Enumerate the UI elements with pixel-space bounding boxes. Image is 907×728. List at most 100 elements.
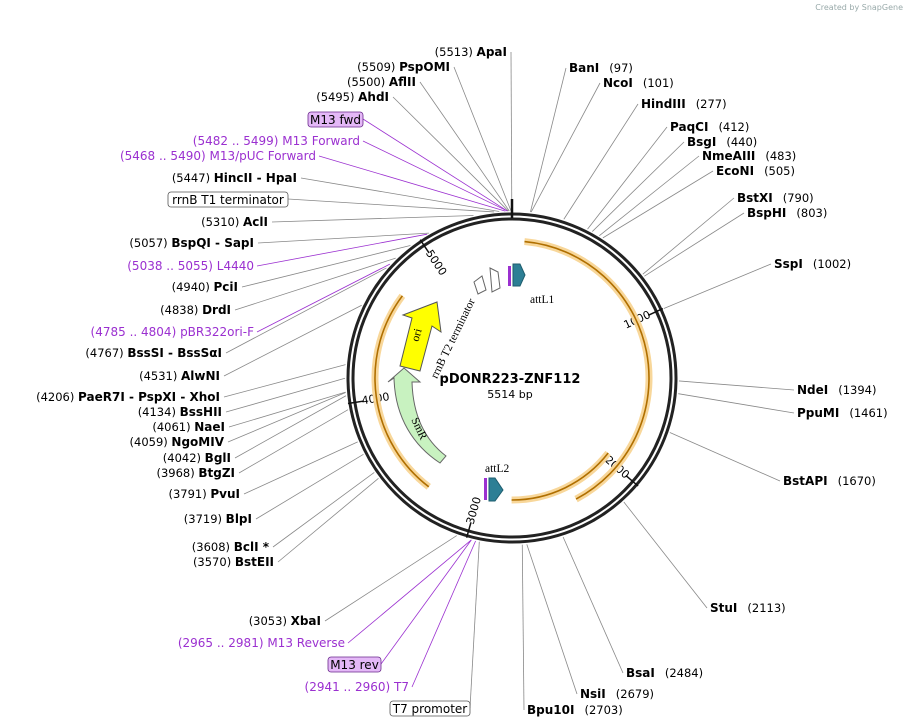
enzyme-leader: [225, 377, 346, 413]
enzyme-site-left[interactable]: (4206) PaeR7I - PspXI - XhoI: [36, 390, 220, 404]
enzyme-leader: [300, 177, 500, 212]
tick-label: 5000: [423, 247, 449, 278]
primer-leader: [347, 539, 472, 644]
enzyme-leader: [587, 126, 668, 230]
primer-label[interactable]: (5482 .. 5499) M13 Forward: [193, 134, 360, 148]
enzyme-site-right[interactable]: PpuMI(1461): [797, 406, 888, 420]
primer-label[interactable]: (5468 .. 5490) M13/pUC Forward: [120, 149, 316, 163]
tick-label: 3000: [464, 495, 484, 525]
site-labels: BanI(97)NcoI(101)HindIII(277)PaqCI(412)B…: [36, 45, 887, 717]
enzyme-site-left[interactable]: (5500) AflII: [347, 75, 416, 89]
enzyme-site-right[interactable]: NmeAIII(483): [702, 149, 796, 163]
enzyme-site-right[interactable]: BstXI(790): [737, 191, 814, 205]
enzyme-site-left[interactable]: (4940) PciI: [172, 280, 238, 294]
ori-label: ori: [410, 327, 425, 343]
enzyme-site-left[interactable]: (3570) BstEII: [193, 555, 274, 569]
enzyme-site-left[interactable]: (3719) BlpI: [184, 512, 252, 526]
feature-box[interactable]: [307, 111, 364, 128]
enzyme-site-left[interactable]: (3608) BclI *: [192, 540, 270, 554]
enzyme-site-left[interactable]: (4767) BssSI - BssSαI: [85, 346, 222, 360]
orf-arrow[interactable]: [374, 295, 430, 488]
enzyme-site-right[interactable]: BsgI(440): [687, 135, 757, 149]
enzyme-leader: [223, 364, 346, 398]
feature-box[interactable]: [389, 700, 471, 717]
enzyme-leader: [678, 380, 795, 391]
enzyme-leader: [602, 170, 714, 239]
enzyme-site-right[interactable]: PaqCI(412): [670, 120, 749, 134]
ori-feature[interactable]: ori: [399, 301, 442, 372]
enzyme-site-right[interactable]: BsaI(2484): [626, 666, 703, 680]
tick-mark: [625, 475, 639, 487]
orf-arrow[interactable]: [511, 452, 609, 501]
enzyme-site-left[interactable]: (4042) BglI: [163, 451, 231, 465]
enzyme-leader: [599, 155, 700, 236]
enzyme-site-left[interactable]: (3968) BtgZI: [156, 466, 235, 480]
enzyme-leader: [257, 232, 429, 244]
primer-label[interactable]: (5038 .. 5055) L4440: [127, 259, 254, 273]
enzyme-site-left[interactable]: (3791) PvuI: [168, 487, 240, 501]
enzyme-site-right[interactable]: NdeI(1394): [797, 383, 877, 397]
enzyme-site-right[interactable]: Bpu10I(2703): [527, 703, 623, 717]
enzyme-site-left[interactable]: (4838) DrdI: [160, 303, 231, 317]
enzyme-site-right[interactable]: SspI(1002): [774, 257, 851, 271]
enzyme-site-left[interactable]: (4061) NaeI: [152, 420, 225, 434]
enzyme-leader: [510, 51, 513, 212]
enzyme-leader: [526, 544, 578, 695]
enzyme-leader: [243, 441, 358, 495]
enzyme-site-right[interactable]: StuI(2113): [710, 601, 786, 615]
enzyme-site-left[interactable]: (5057) BspQI - SapI: [129, 236, 254, 250]
primer-leader: [411, 540, 476, 688]
enzyme-leader: [271, 215, 474, 223]
attl1-feature[interactable]: attL1: [508, 263, 555, 306]
attl1-label: attL1: [530, 294, 555, 306]
enzyme-site-left[interactable]: (5509) PspOMI: [357, 60, 450, 74]
enzyme-site-left[interactable]: (5495) AhdI: [316, 90, 389, 104]
enzyme-site-left[interactable]: (4531) AlwNI: [139, 369, 220, 383]
enzyme-site-left[interactable]: (5513) ApaI: [435, 45, 507, 59]
orf-glow: [524, 238, 653, 503]
enzyme-leader: [223, 304, 362, 377]
enzyme-site-right[interactable]: NsiI(2679): [580, 687, 654, 701]
feature-box[interactable]: [327, 656, 382, 673]
enzyme-site-right[interactable]: EcoNI(505): [716, 164, 795, 178]
enzyme-leader: [272, 472, 375, 548]
enzyme-leader: [277, 478, 379, 563]
enzyme-site-right[interactable]: BstAPI(1670): [783, 474, 876, 488]
enzyme-site-right[interactable]: NcoI(101): [603, 76, 674, 90]
enzyme-site-left[interactable]: (5310) AclI: [201, 215, 268, 229]
enzyme-site-left[interactable]: (4134) BssHII: [138, 405, 222, 419]
enzyme-site-left[interactable]: (3053) XbaI: [249, 614, 321, 628]
primer-label[interactable]: (2941 .. 2960) T7: [305, 680, 409, 694]
enzyme-site-right[interactable]: BspHI(803): [747, 206, 827, 220]
enzyme-site-left[interactable]: (4059) NgoMIV: [130, 435, 225, 449]
plasmid-name: pDONR223-ZNF112: [440, 372, 581, 387]
enzyme-leader: [324, 535, 457, 622]
attl2-feature[interactable]: attL2: [484, 463, 510, 502]
enzyme-leader: [234, 257, 396, 311]
enzyme-leader: [591, 141, 685, 232]
feature-box-label: M13 rev: [330, 658, 379, 672]
enzyme-site-right[interactable]: HindIII(277): [641, 97, 727, 111]
primer-label[interactable]: (4785 .. 4804) pBR322ori-F: [91, 325, 255, 339]
enzyme-leader: [642, 197, 735, 275]
primer-label[interactable]: (2965 .. 2981) M13 Reverse: [178, 636, 345, 650]
feature-box[interactable]: [167, 191, 289, 208]
enzyme-site-left[interactable]: (5447) HincII - HpaI: [172, 171, 297, 185]
orf-arrow[interactable]: [524, 240, 650, 500]
enzyme-site-right[interactable]: BanI(97): [569, 61, 633, 75]
orf-arrows: [371, 238, 653, 504]
tick-mark: [647, 307, 664, 316]
attl2-label: attL2: [485, 463, 510, 475]
enzyme-leader: [669, 432, 781, 482]
feature-box-label: M13 fwd: [310, 113, 361, 127]
enzyme-leader: [530, 67, 567, 213]
feature-leader: [380, 539, 472, 665]
enzyme-leader: [419, 81, 510, 212]
tick-mark: [347, 400, 364, 405]
primer-leader: [256, 233, 428, 267]
enzyme-leader: [228, 391, 346, 428]
feature-leader: [287, 198, 495, 213]
plasmid-length: 5514 bp: [487, 388, 532, 401]
enzyme-leader: [663, 263, 772, 309]
